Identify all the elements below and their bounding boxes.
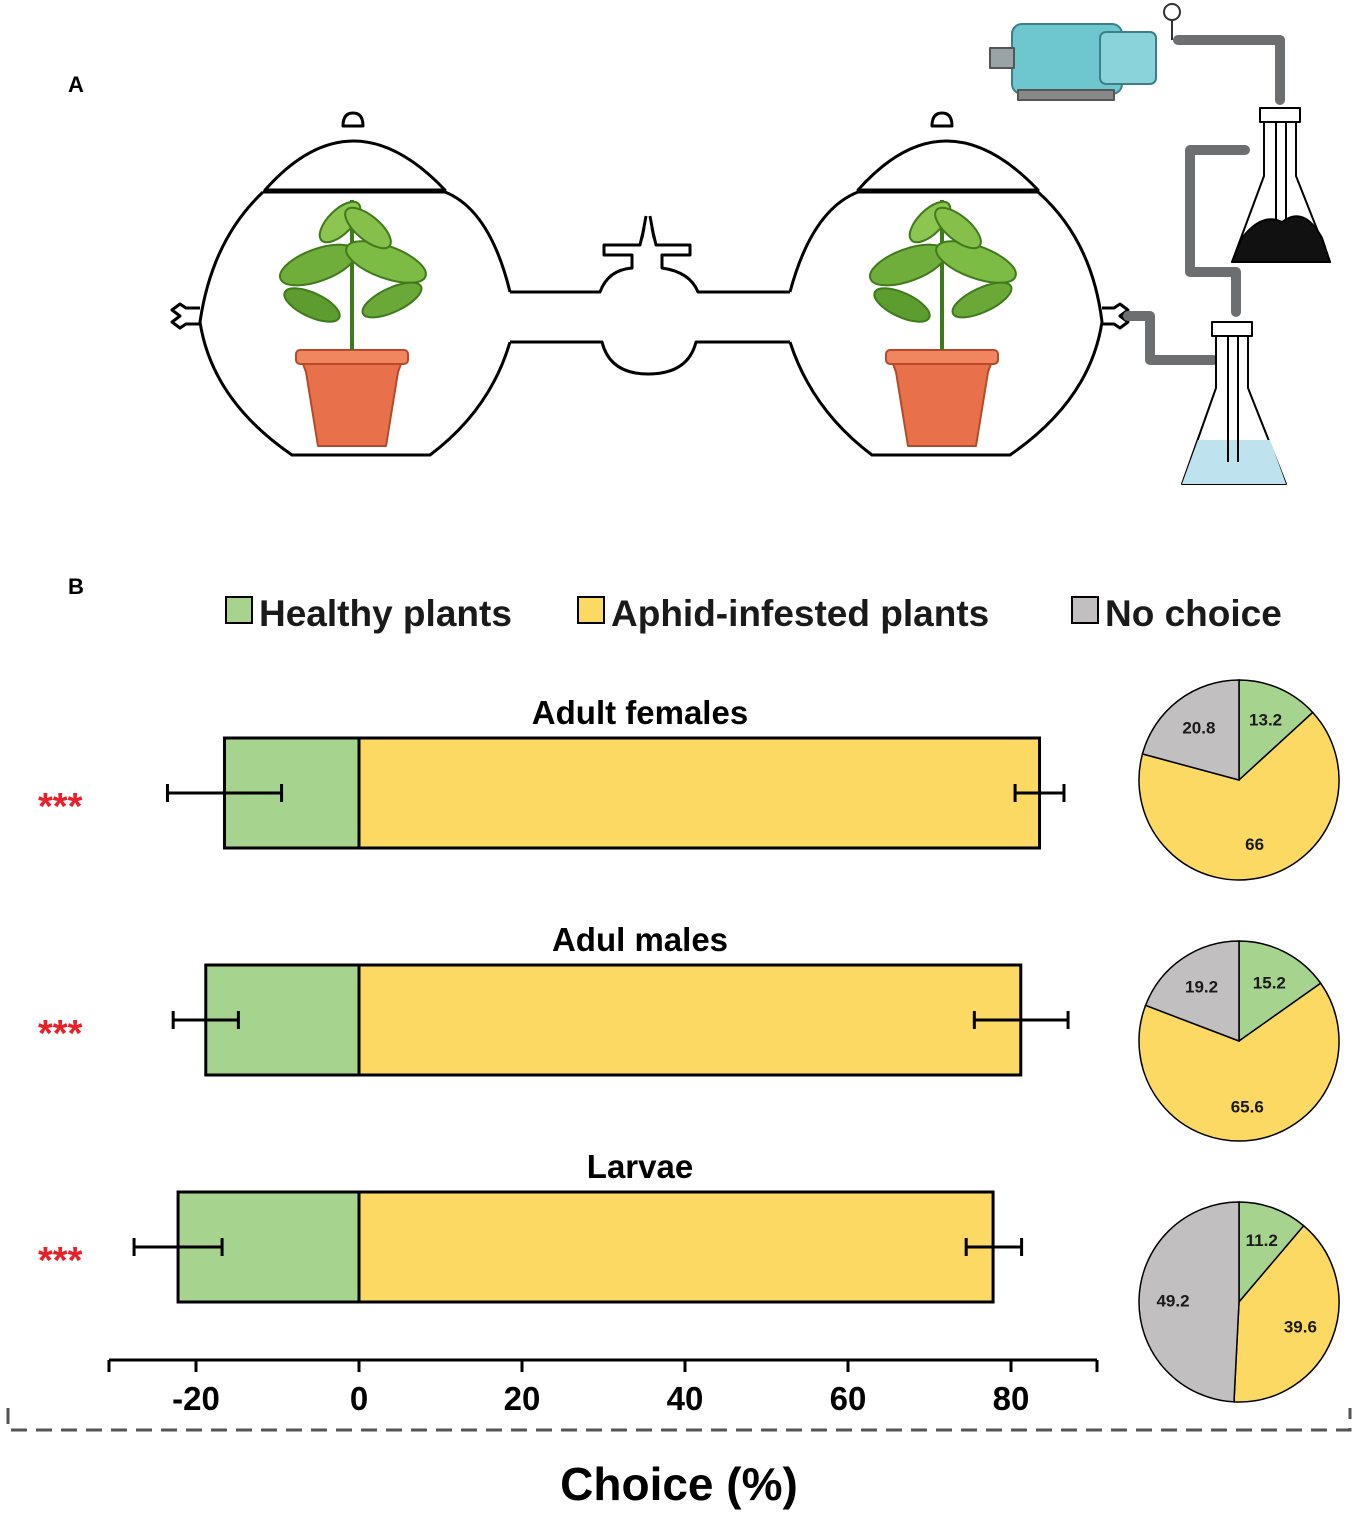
pie-slice-1-2 xyxy=(1144,940,1240,1043)
x-tick-label-3: 40 xyxy=(667,1380,704,1417)
axis-bracket xyxy=(6,1408,1352,1432)
olfactometer-diagram xyxy=(170,3,1331,485)
legend-label-1: Aphid-infested plants xyxy=(611,593,989,634)
legend-swatch-2 xyxy=(1071,596,1099,624)
water-flask-icon xyxy=(1181,321,1287,485)
significance-1: *** xyxy=(38,1013,83,1055)
legend-swatch-1 xyxy=(577,596,605,624)
pie-label-2-1: 39.6 xyxy=(1284,1317,1317,1336)
legend-label-0: Healthy plants xyxy=(259,593,512,634)
plant-left-icon xyxy=(279,200,427,350)
pie-charts: 13.2 66 20.8 15.2 65.6 19.2 11.2 39.6 49.2 xyxy=(1138,679,1340,1403)
legend-swatch-0 xyxy=(225,596,253,624)
pie-label-0-1: 66 xyxy=(1245,835,1264,854)
air-pump-icon xyxy=(989,3,1181,101)
legend: Healthy plants Aphid-infested plants No ch… xyxy=(225,593,1282,634)
pie-label-2-0: 11.2 xyxy=(1246,1231,1278,1250)
pie-slice-0-2 xyxy=(1141,679,1240,781)
pie-slice-0-0 xyxy=(1238,679,1314,782)
panel-label-b: B xyxy=(68,574,84,599)
x-tick-label-2: 20 xyxy=(504,1380,541,1417)
pie-slice-2-1 xyxy=(1233,1224,1340,1403)
significance-0: *** xyxy=(38,786,83,828)
pie-label-0-2: 20.8 xyxy=(1182,719,1215,738)
panel-label-a: A xyxy=(68,72,84,97)
legend-label-2: No choice xyxy=(1105,593,1282,634)
x-tick-label-4: 60 xyxy=(830,1380,867,1417)
pie-label-1-0: 15.2 xyxy=(1253,973,1286,992)
significance-2: *** xyxy=(38,1240,83,1282)
x-tick-label-0: -20 xyxy=(172,1380,220,1417)
pie-slice-0-1 xyxy=(1138,711,1340,881)
pie-label-2-2: 49.2 xyxy=(1156,1291,1189,1310)
right-chamber xyxy=(788,111,1130,457)
pie-label-0-0: 13.2 xyxy=(1249,711,1282,730)
x-tick-label-5: 80 xyxy=(993,1380,1030,1417)
x-axis-label: Choice (%) xyxy=(560,1458,798,1510)
pie-slice-1-0 xyxy=(1238,940,1322,1043)
x-tick-label-1: 0 xyxy=(350,1380,368,1417)
plant-right-icon xyxy=(869,200,1017,350)
group-title-1: Adul males xyxy=(552,921,728,958)
x-axis: -20 0 20 40 60 80 xyxy=(107,1358,1099,1417)
connecting-tube xyxy=(510,215,790,376)
pie-slice-2-2 xyxy=(1138,1201,1240,1403)
bar-infested-1 xyxy=(357,963,1023,1077)
left-chamber xyxy=(170,111,512,457)
air-hoses xyxy=(1123,35,1285,365)
pie-label-1-2: 19.2 xyxy=(1185,978,1218,997)
group-title-0: Adult females xyxy=(532,694,748,731)
bar-chart: Adult females *** Adul males *** Larvae *** xyxy=(38,694,1070,1304)
bar-infested-2 xyxy=(357,1190,995,1304)
bar-infested-0 xyxy=(357,736,1042,850)
filter-flask-icon xyxy=(1231,107,1331,263)
pie-label-1-1: 65.6 xyxy=(1231,1097,1264,1116)
pie-slice-2-0 xyxy=(1238,1201,1305,1305)
group-title-2: Larvae xyxy=(587,1148,693,1185)
